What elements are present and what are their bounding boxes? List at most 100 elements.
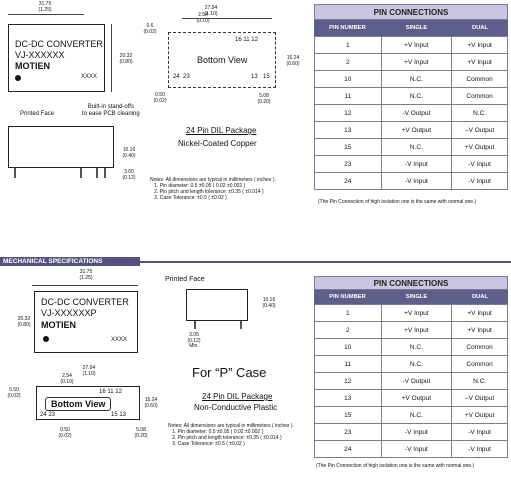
- table-row: 1+V Input+V Input: [314, 36, 508, 54]
- pin-number-right-2: 15: [263, 74, 270, 80]
- width-dim-line: [8, 14, 84, 15]
- side-pin-dimension: 3.00 (0.12): [122, 169, 136, 181]
- table-row: 2+V Input+V Input: [314, 321, 508, 339]
- header-pin-number: PIN NUMBER: [329, 25, 366, 31]
- bv-top-dim-line: [182, 18, 272, 19]
- pin-numbers-top: 16 11 12: [235, 37, 258, 43]
- pin-number-left: 24 23: [40, 412, 56, 418]
- package-title: 24 Pin DIL Package: [202, 392, 273, 401]
- bv-offset-dimension: 0.50 (0.02): [7, 387, 21, 399]
- table-row: 13+V Output–V Output: [314, 121, 508, 139]
- pin-number-right: 15 13: [111, 412, 127, 418]
- table-footnote: (The Pin Connection of high isolation on…: [316, 463, 475, 469]
- table-row: 23-V Input-V Input: [314, 423, 508, 441]
- module-label-line2: VJ-XXXXXXP: [41, 308, 97, 318]
- standoff-note: Built-in stand-offs to ease PCB cleaning: [82, 104, 140, 117]
- module-code: XXXX: [81, 74, 98, 80]
- bv-bottom-left-dimension: 0.50 (0.02): [58, 427, 72, 439]
- module-code: XXXX: [111, 337, 128, 343]
- table-row: 2+V Input+V Input: [314, 53, 508, 71]
- package-subtitle: Nickel-Coated Copper: [178, 139, 257, 148]
- section-divider: [140, 261, 511, 263]
- bv-pitch-dimension: 2.54 (0.10): [196, 12, 210, 24]
- bottom-view-outline: 16 11 12 Bottom View 24 23 15 13: [36, 386, 140, 420]
- header-dual: DUAL: [471, 25, 489, 31]
- header-single: SINGLE: [405, 294, 428, 300]
- width-dim-line: [32, 285, 138, 286]
- width-dimension: 31.75 (1.25): [79, 269, 93, 281]
- pin1-marker-icon: [43, 336, 49, 342]
- table-row: 1+V Input+V Input: [314, 304, 508, 322]
- side-pin: [14, 168, 16, 178]
- side-pin: [194, 321, 196, 329]
- module-label-line1: DC-DC CONVERTER: [41, 297, 129, 307]
- height-dim-line: [111, 24, 112, 92]
- side-height-dimension: 10.16 (0.40): [262, 297, 276, 309]
- bottom-view-label: Bottom View: [45, 397, 112, 411]
- pin-number-left-2: 23: [183, 74, 190, 80]
- pin-table-header: PIN NUMBER SINGLE DUAL: [314, 290, 508, 304]
- side-pin: [96, 168, 98, 178]
- pin-table-header: PIN NUMBER SINGLE DUAL: [314, 20, 508, 36]
- header-single: SINGLE: [405, 25, 428, 31]
- module-side-view: [8, 126, 114, 168]
- pin-connections-title: PIN CONNECTIONS: [314, 4, 508, 20]
- printed-face-label: Printed Face: [20, 111, 55, 117]
- bottom-view-label: Bottom View: [197, 55, 248, 65]
- bottom-view-text: Bottom View: [51, 399, 106, 409]
- pin-number-left: 24: [173, 74, 180, 80]
- side-pin: [240, 321, 242, 329]
- pin-number-right: 13: [251, 74, 258, 80]
- pin1-marker-icon: [15, 75, 21, 81]
- module-label-line1: DC-DC CONVERTER: [15, 39, 103, 49]
- side-pin: [104, 168, 106, 178]
- printed-face-label: Printed Face: [165, 276, 205, 283]
- module-label-line2: VJ-XXXXXX: [15, 50, 65, 60]
- bv-height-dimension: 15.24 (0.60): [144, 397, 158, 409]
- module-top-view: DC-DC CONVERTER VJ-XXXXXXP MOTIEN XXXX: [34, 291, 138, 353]
- bv-width-dimension: 27.94 (1.10): [204, 5, 218, 17]
- side-pin-dimension: 3.05 (0.12) Min.: [187, 332, 201, 349]
- table-row: 13+V Output–V Output: [314, 389, 508, 407]
- section-title: MECHANICAL SPECIFICATIONS: [0, 257, 140, 266]
- height-dimension: 20.32 (0.80): [17, 316, 31, 328]
- table-row: 23-V Input-V Input: [314, 155, 508, 173]
- header-dual: DUAL: [471, 294, 489, 300]
- width-dimension: 31.75 (1.25): [38, 1, 52, 13]
- case-title: For “P” Case: [192, 365, 267, 380]
- pin-numbers-top: 16 11 12: [99, 389, 122, 395]
- package-subtitle: Non-Conductive Plastic: [194, 403, 278, 412]
- brand-label: MOTIEN: [15, 61, 50, 71]
- table-row: 24-V Input-V Input: [314, 440, 508, 458]
- bottom-view-outline: 16 11 12 Bottom View 24 23 13 15: [168, 32, 276, 88]
- brand-label: MOTIEN: [41, 320, 76, 330]
- side-pin: [80, 168, 82, 178]
- notes: Notes: All dimensions are typical in mil…: [168, 423, 294, 447]
- bv-bottom-right-dimension: 5.08 (0.20): [257, 93, 271, 105]
- bv-width-dimension: 27.94 (1.10): [82, 365, 96, 377]
- notes: Notes: All dimensions are typical in mil…: [150, 177, 276, 201]
- module-top-view: DC-DC CONVERTER VJ-XXXXXX MOTIEN XXXX: [8, 24, 105, 92]
- height-dimension: 20.32 (0.80): [119, 53, 133, 65]
- header-pin-number: PIN NUMBER: [329, 294, 366, 300]
- module-side-view: [186, 289, 248, 321]
- bv-height-dimension: 15.24 (0.60): [286, 55, 300, 67]
- bv-offset-dimension: 0.6 (0.02): [143, 23, 157, 35]
- table-row: 24-V Input-V Input: [314, 172, 508, 190]
- bv-bottom-right-dimension: 5.08 (0.20): [134, 427, 148, 439]
- bv-pitch-dimension: 2.54 (0.10): [60, 373, 74, 385]
- pin-connections-title: PIN CONNECTIONS: [314, 276, 508, 290]
- table-footnote: (The Pin Connection of high isolation on…: [318, 199, 477, 205]
- side-height-dimension: 10.16 (0.40): [122, 147, 136, 159]
- bv-bottom-left-dimension: 0.50 (0.02): [153, 92, 167, 104]
